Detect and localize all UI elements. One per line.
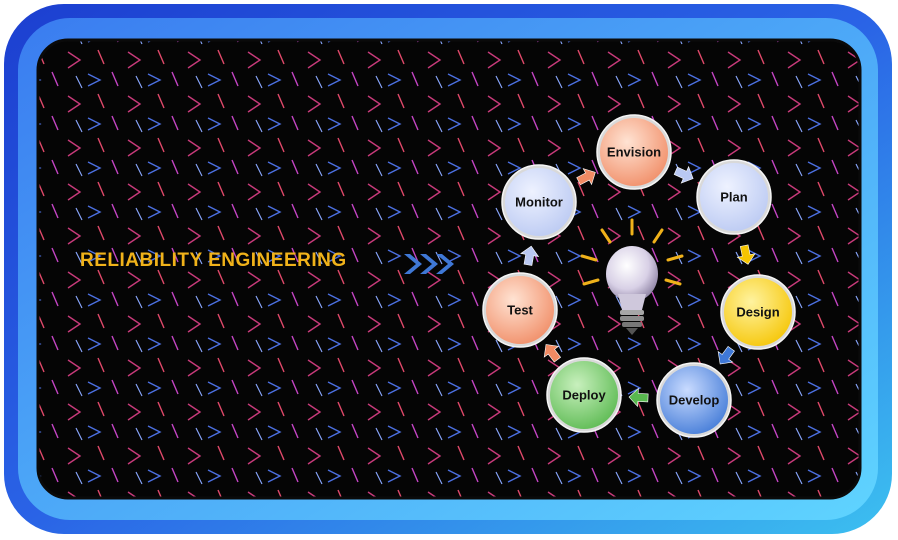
chevron-double-right-icon — [404, 254, 454, 274]
lightbulb-icon — [580, 218, 684, 335]
node-test — [486, 276, 554, 344]
node-deploy — [550, 361, 618, 429]
cycle-arrow — [717, 345, 735, 365]
node-label-envision: Envision — [606, 144, 662, 160]
cycle-arrow — [628, 387, 649, 408]
node-label-develop: Develop — [668, 392, 720, 408]
node-develop — [660, 366, 728, 434]
node-label-plan: Plan — [720, 189, 748, 205]
cycle-arrow — [736, 244, 756, 265]
node-label-test: Test — [507, 302, 533, 318]
node-design — [724, 278, 792, 346]
node-monitor — [505, 168, 573, 236]
node-envision — [600, 118, 668, 186]
node-label-design: Design — [736, 304, 780, 320]
cycle-arrow — [520, 245, 540, 266]
cycle-arrow — [576, 168, 596, 186]
cycle-arrow — [673, 165, 694, 184]
node-label-deploy: Deploy — [562, 387, 606, 403]
node-plan — [700, 163, 768, 231]
page-title: RELIABILITY ENGINEERING — [80, 250, 347, 271]
cycle-arrow — [543, 344, 562, 363]
node-label-monitor: Monitor — [515, 194, 563, 210]
